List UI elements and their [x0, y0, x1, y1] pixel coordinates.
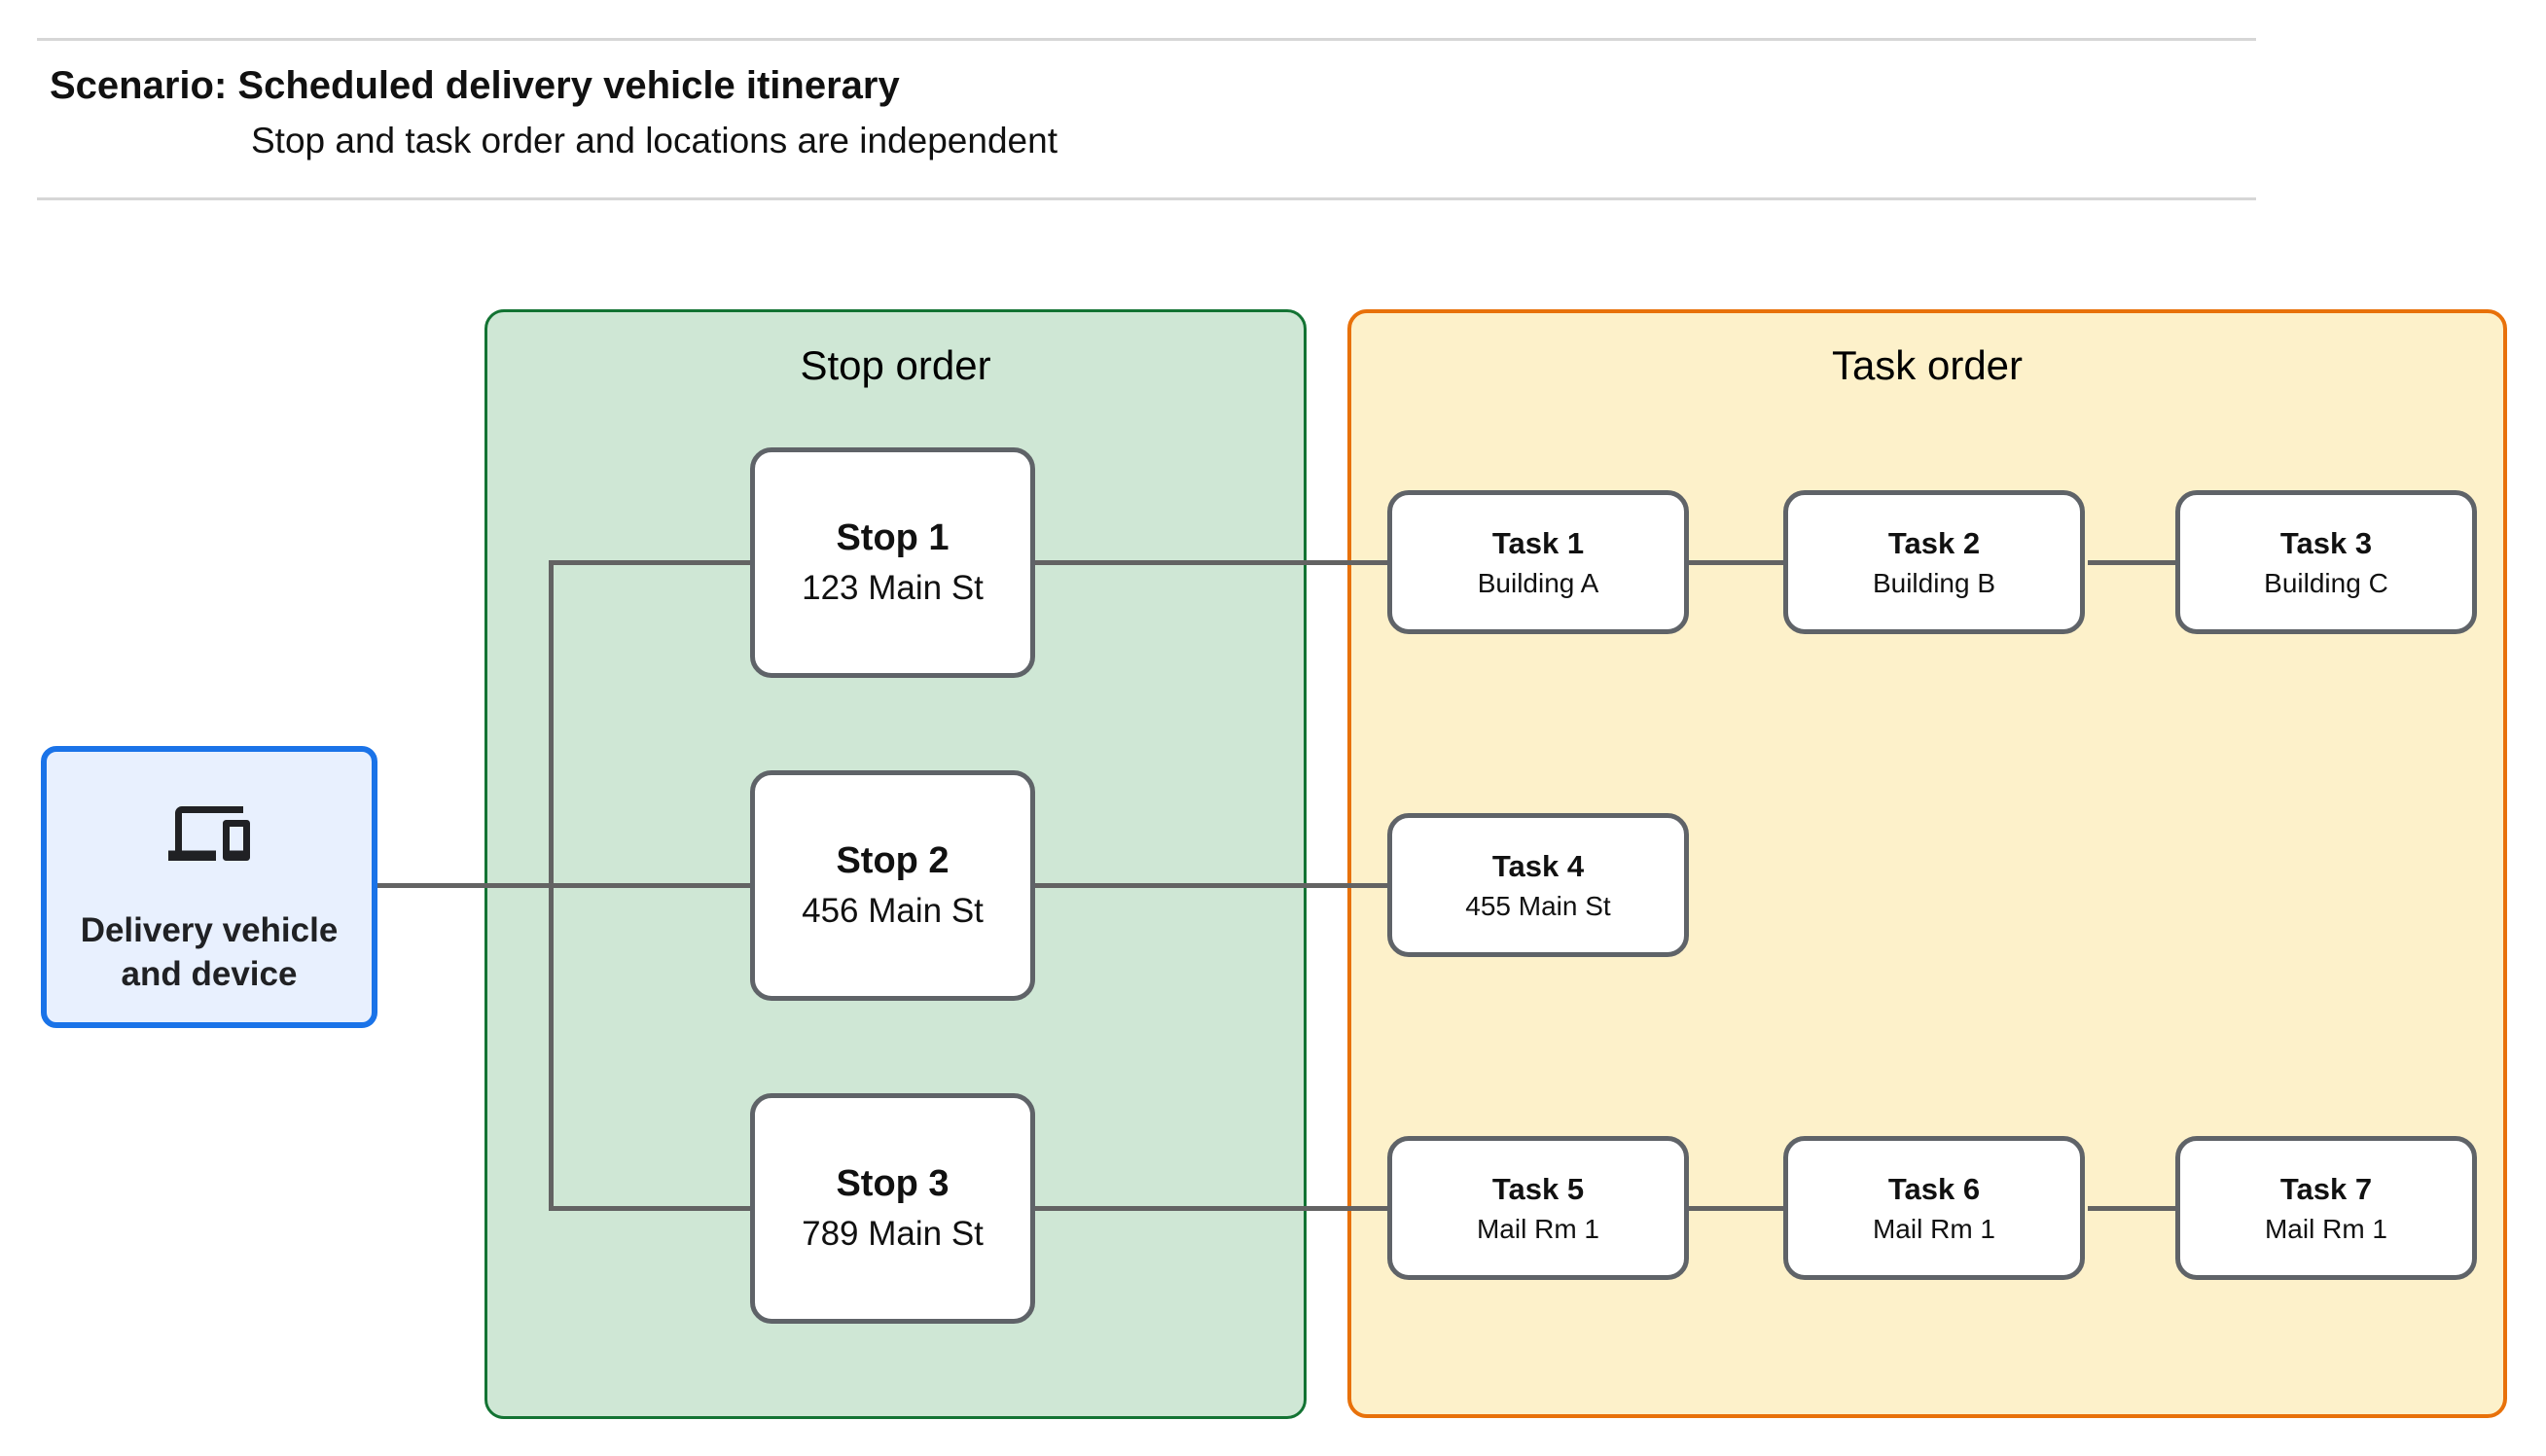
delivery-vehicle-label: Delivery vehicle and device — [81, 909, 339, 997]
connector-trunk-stop3 — [549, 1206, 750, 1211]
stop-order-panel-title: Stop order — [800, 342, 991, 388]
task-3-location: Building C — [2264, 567, 2388, 598]
task-7-location: Mail Rm 1 — [2264, 1213, 2387, 1244]
task-1-location: Building A — [1477, 567, 1599, 598]
connector-vehicle-stop2 — [377, 883, 750, 888]
stop-3-location: 789 Main St — [802, 1215, 984, 1253]
delivery-vehicle-node: Delivery vehicle and device — [41, 746, 377, 1028]
task-7-title: Task 7 — [2279, 1171, 2373, 1206]
stop-1-node: Stop 1 123 Main St — [750, 447, 1035, 678]
delivery-vehicle-label-line2: and device — [121, 954, 298, 993]
stop-2-node: Stop 2 456 Main St — [750, 770, 1035, 1001]
task-7-node: Task 7 Mail Rm 1 — [2175, 1136, 2477, 1280]
connector-task6-task7 — [2088, 1206, 2175, 1211]
page-title: Scenario: Scheduled delivery vehicle iti… — [50, 64, 900, 107]
connector-stop2-task4 — [1035, 883, 1387, 888]
task-6-node: Task 6 Mail Rm 1 — [1783, 1136, 2085, 1280]
stop-1-location: 123 Main St — [802, 569, 984, 607]
delivery-vehicle-label-line1: Delivery vehicle — [80, 911, 339, 949]
page-subtitle: Stop and task order and locations are in… — [251, 121, 1058, 160]
task-2-node: Task 2 Building B — [1783, 490, 2085, 634]
task-2-title: Task 2 — [1887, 525, 1981, 560]
connector-task2-task3 — [2088, 560, 2175, 565]
task-3-node: Task 3 Building C — [2175, 490, 2477, 634]
connector-task1-task2 — [1689, 560, 1783, 565]
connector-trunk — [549, 560, 554, 1211]
task-order-panel-title: Task order — [1831, 342, 2024, 388]
header-bottom-divider — [37, 197, 2256, 200]
connector-task5-task6 — [1689, 1206, 1783, 1211]
task-6-location: Mail Rm 1 — [1872, 1213, 1995, 1244]
connector-trunk-stop1 — [549, 560, 750, 565]
stop-1-title: Stop 1 — [836, 517, 950, 558]
task-6-title: Task 6 — [1887, 1171, 1981, 1206]
task-4-title: Task 4 — [1491, 848, 1585, 883]
task-4-location: 455 Main St — [1465, 890, 1611, 921]
task-1-title: Task 1 — [1491, 525, 1585, 560]
stop-2-title: Stop 2 — [836, 840, 950, 881]
connector-stop3-task5 — [1035, 1206, 1387, 1211]
header-top-divider — [37, 38, 2256, 41]
stop-3-node: Stop 3 789 Main St — [750, 1093, 1035, 1324]
stop-2-location: 456 Main St — [802, 892, 984, 930]
task-4-node: Task 4 455 Main St — [1387, 813, 1689, 957]
stop-3-title: Stop 3 — [836, 1163, 950, 1204]
task-3-title: Task 3 — [2279, 525, 2373, 560]
task-5-title: Task 5 — [1491, 1171, 1585, 1206]
connector-stop1-task1 — [1035, 560, 1387, 565]
devices-icon — [168, 806, 250, 861]
task-1-node: Task 1 Building A — [1387, 490, 1689, 634]
task-5-node: Task 5 Mail Rm 1 — [1387, 1136, 1689, 1280]
task-5-location: Mail Rm 1 — [1476, 1213, 1599, 1244]
task-2-location: Building B — [1872, 567, 1996, 598]
